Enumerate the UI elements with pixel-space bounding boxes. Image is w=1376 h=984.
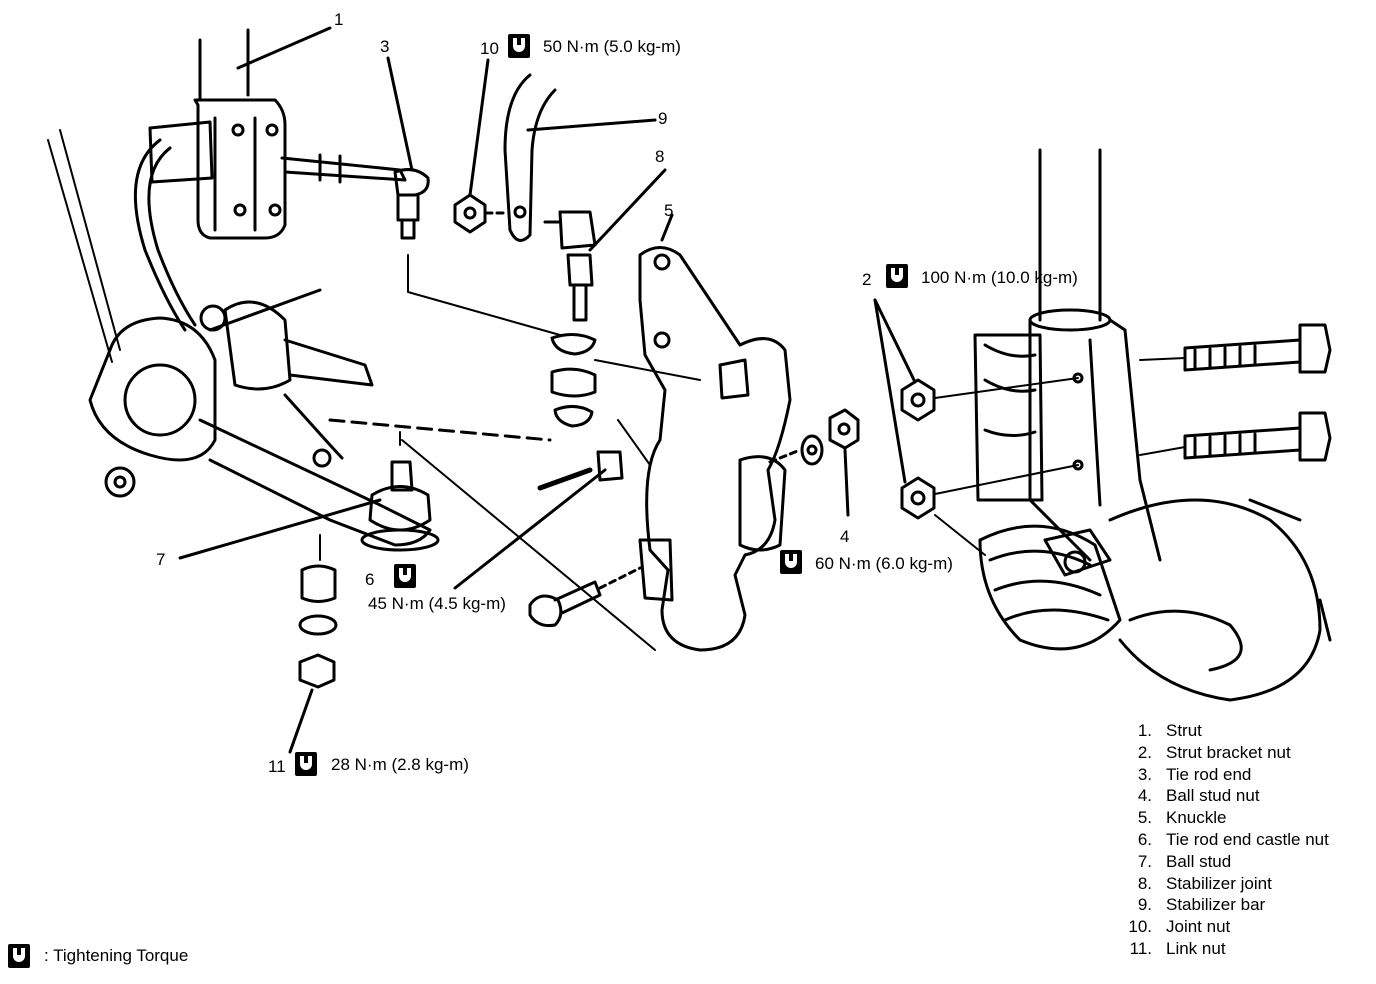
legend-item: 6.Tie rod end castle nut xyxy=(1137,829,1329,849)
parts-legend: 1.Strut 2.Strut bracket nut 3.Tie rod en… xyxy=(1120,720,1329,960)
leader-8 xyxy=(588,168,667,252)
callout-3: 3 xyxy=(380,37,390,56)
legend-item: 4.Ball stud nut xyxy=(1137,786,1260,806)
ball-joint-guide xyxy=(328,418,552,442)
torque-strut-bracket-nut: 100 N·m (10.0 kg-m) xyxy=(921,268,1078,287)
legend-item: 5.Knuckle xyxy=(1137,808,1227,828)
torque-key: : Tightening Torque xyxy=(8,944,188,968)
guide-nut-lower xyxy=(934,464,1079,495)
torque-castle-nut: 45 N·m (4.5 kg-m) xyxy=(368,594,506,613)
guide-nut-upper xyxy=(934,377,1079,399)
callout-8: 8 xyxy=(655,147,665,166)
legend-item: 11.Link nut xyxy=(1129,938,1226,958)
ball-stud xyxy=(360,460,440,552)
tightening-torque-icon xyxy=(8,944,30,968)
castle-nut xyxy=(537,450,624,491)
legend-item: 7.Ball stud xyxy=(1137,851,1232,871)
guide-bolt xyxy=(598,566,642,590)
torque-link-nut: 28 N·m (2.8 kg-m) xyxy=(331,755,469,774)
legend-item: 9.Stabilizer bar xyxy=(1137,895,1266,915)
legend-item: 1.Strut xyxy=(1137,721,1202,740)
callout-2: 2 xyxy=(862,270,872,289)
torque-icon xyxy=(508,34,530,58)
legend-item: 2.Strut bracket nut xyxy=(1137,742,1291,762)
strut-bracket-nuts xyxy=(900,378,936,520)
leader-2b xyxy=(873,298,907,484)
torque-icon xyxy=(780,550,802,574)
guide-cv xyxy=(934,514,986,556)
callout-10: 10 xyxy=(480,39,499,58)
stabilizer-joint xyxy=(543,210,597,428)
guide-4 xyxy=(768,448,802,464)
link-parts xyxy=(298,534,338,689)
callout-11: 11 xyxy=(268,757,286,776)
torque-icon xyxy=(394,564,416,588)
tie-rod-guide xyxy=(407,254,561,336)
callout-5: 5 xyxy=(664,201,674,220)
torque-ball-stud-nut: 60 N·m (6.0 kg-m) xyxy=(815,554,953,573)
legend-item: 10.Joint nut xyxy=(1128,917,1231,937)
legend-item: 3.Tie rod end xyxy=(1137,764,1252,784)
stabilizer-bar xyxy=(503,73,557,242)
knuckle-guide xyxy=(594,359,701,381)
legend-item: 8.Stabilizer joint xyxy=(1137,873,1272,893)
leader-4 xyxy=(843,448,850,517)
torque-joint-nut: 50 N·m (5.0 kg-m) xyxy=(543,37,681,56)
leader-6 xyxy=(453,468,607,590)
callout-1: 1 xyxy=(334,10,344,29)
strut-right xyxy=(973,148,1332,702)
lower-control-arm xyxy=(88,288,432,547)
leader-10 xyxy=(468,58,490,197)
guide-bolt-lower xyxy=(1139,446,1186,456)
torque-key-label: : Tightening Torque xyxy=(44,946,189,965)
torque-icon xyxy=(886,264,908,288)
arm-guide-b xyxy=(47,139,113,363)
callout-6: 6 xyxy=(365,570,375,589)
stud-knuckle-guide xyxy=(401,439,656,651)
leader-7 xyxy=(178,498,382,560)
leader-9 xyxy=(526,118,657,132)
joint-nut xyxy=(453,193,487,234)
castle-guide xyxy=(617,419,651,466)
torque-icon xyxy=(295,752,317,776)
leader-11 xyxy=(288,688,314,754)
knuckle-bolt xyxy=(528,580,602,627)
leader-2a xyxy=(873,298,917,384)
callout-9: 9 xyxy=(658,109,668,128)
arm-guide-a xyxy=(59,129,121,351)
guide-bolt-upper xyxy=(1139,357,1186,361)
leader-5 xyxy=(660,213,674,242)
knuckle xyxy=(638,246,792,652)
ball-stud-nut xyxy=(800,408,860,466)
strut-left xyxy=(133,28,407,332)
callout-4: 4 xyxy=(840,527,850,546)
leader-3 xyxy=(386,56,414,172)
tie-rod-end xyxy=(393,168,430,240)
strut-bolts xyxy=(1183,323,1332,462)
leader-1 xyxy=(236,26,332,70)
callout-7: 7 xyxy=(156,550,166,569)
